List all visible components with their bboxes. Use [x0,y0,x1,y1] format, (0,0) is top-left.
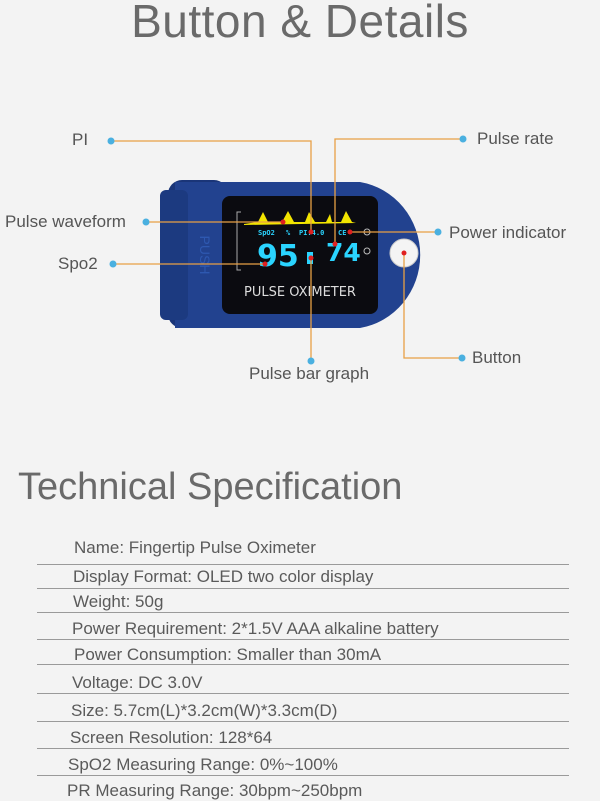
spec-row: Display Format: OLED two color display [73,567,374,586]
callout-pi: PI [72,130,89,149]
red-markers [262,219,407,267]
spec-row: Power Requirement: 2*1.5V AAA alkaline b… [72,619,439,638]
spec-row: Voltage: DC 3.0V [72,673,203,692]
divider [37,748,569,749]
callout-dots [107,135,467,365]
spec-row: Weight: 50g [73,592,164,611]
divider [37,664,569,665]
callout-pulse-waveform: Pulse waveform [5,212,126,231]
spec-row: SpO2 Measuring Range: 0%~100% [68,755,338,774]
spo2-value: 95 [257,239,299,274]
callout-spo2: Spo2 [58,254,98,273]
spec-row: Size: 5.7cm(L)*3.2cm(W)*3.3cm(D) [71,701,338,720]
spec-row: Name: Fingertip Pulse Oximeter [74,538,316,557]
device-name: PULSE OXIMETER [244,285,356,300]
spec-row: Screen Resolution: 128*64 [70,728,273,747]
callout-button: Button [472,348,522,367]
screen-percent: % [286,229,291,237]
screen-spo2-label: SpO2 [258,229,275,237]
divider [37,639,569,640]
divider [37,721,569,722]
pulse-value: 74 [326,238,361,267]
pulse-waveform [244,211,356,225]
device-diagram: PUSH SpO2 % PI:4.0 CE 95 74 PULSE OXIMET… [107,135,467,365]
callout-pulse-rate: Pulse rate [477,129,554,148]
divider [37,693,569,694]
spec-row: Power Consumption: Smaller than 30mA [74,645,382,664]
callout-lines [112,138,463,361]
power-icon [363,247,371,255]
divider [37,775,569,776]
oximeter-device: PUSH SpO2 % PI:4.0 CE 95 74 PULSE OXIMET… [160,180,421,328]
divider [37,612,569,613]
page-title: Button & Details [131,0,469,47]
callout-power-indicator: Power indicator [449,223,567,242]
spec-title: Technical Specification [18,466,403,508]
screen-ce: CE [338,229,346,237]
divider [37,564,569,565]
push-label: PUSH [197,236,213,275]
callout-pulse-bar-graph: Pulse bar graph [249,364,370,383]
divider [37,588,569,589]
spec-row: PR Measuring Range: 30bpm~250bpm [67,781,363,800]
